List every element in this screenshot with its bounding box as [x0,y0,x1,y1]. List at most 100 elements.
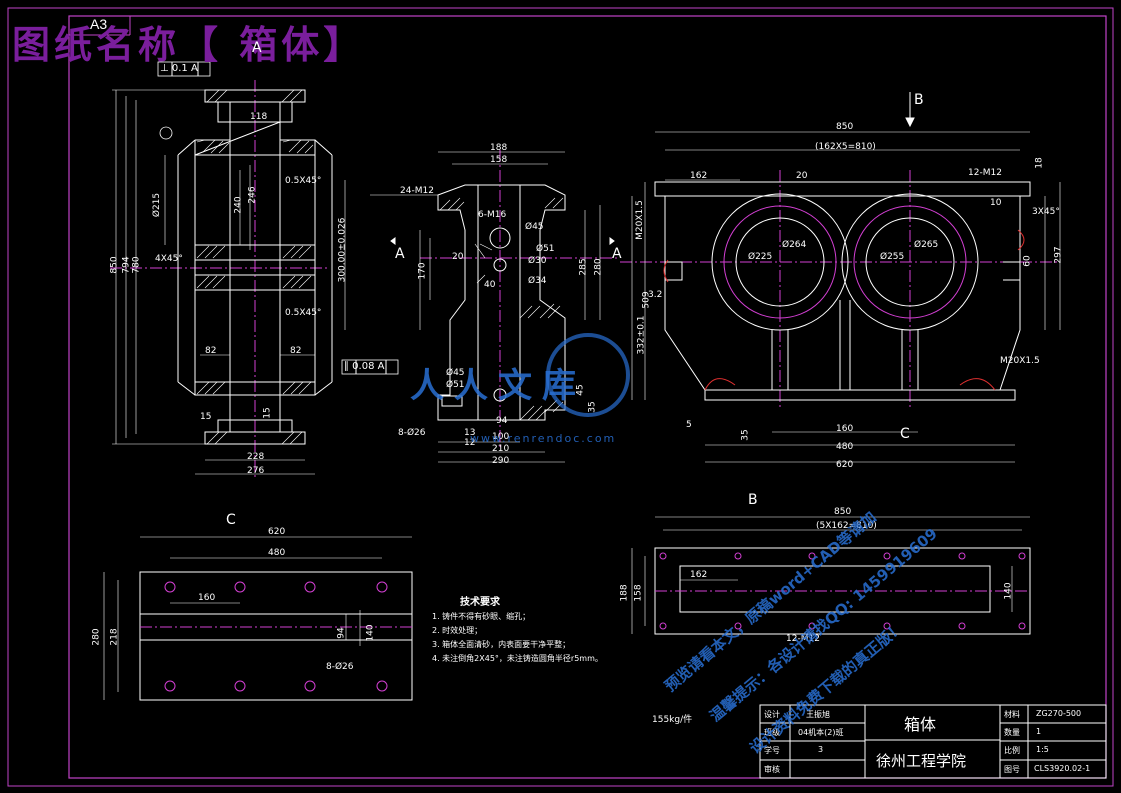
dim: 5 [686,420,692,430]
technical-requirements: 技术要求 1. 铸件不得有砂眼、缩孔； 2. 时效处理； 3. 箱体全面清砂，内… [432,596,603,666]
dim: 4X45° [155,254,183,264]
dim: 246 [247,186,258,204]
tb-designer: 王振旭 [806,710,830,719]
dim: 620 [268,527,286,537]
dim: 780 [131,256,142,274]
dim: Ø34 [528,276,547,286]
watermark-url: www.renrendoc.com [470,432,617,445]
tb-class: 04机本(2)班 [798,728,844,737]
weight-note: 155kg/件 [652,715,693,725]
tb-drawing-no-label: 图号 [1004,765,1020,774]
dim: 8-Ø26 [326,662,354,672]
plan-view-b [631,516,1031,635]
dim: 290 [492,456,510,466]
tb-school: 徐州工程学院 [876,752,967,770]
dim: Ø30 [528,256,547,266]
dim: 850 [836,122,854,132]
section-view [370,150,620,463]
dim: 280 [91,628,102,646]
dim: 300.00±0.026 [337,217,348,283]
drawing-banner-title: 图纸名称【 箱体】 [12,22,366,67]
tech-item: 2. 时效处理； [432,626,483,635]
dim: 850 [109,256,120,274]
front-view [620,92,1061,463]
tb-student-label: 学号 [764,746,780,755]
tech-item: 4. 未注倒角2X45°，未注铸造圆角半径r5mm。 [432,654,603,663]
dim: 218 [109,628,120,646]
dim: 60 [1022,255,1033,267]
dim: 24-M12 [400,186,434,196]
dim: 18 [1034,157,1045,169]
dim: Ø265 [914,240,939,250]
dim: 13 [464,428,476,438]
dim: 162 [690,171,708,181]
dim: 158 [490,155,508,165]
dim: (5X162=810) [816,521,877,531]
section-mark-a-right: A [612,246,622,262]
dim: 12-M12 [968,168,1002,178]
tech-item: 3. 箱体全面清砂，内表面要干净平整； [432,640,571,649]
dim: Ø215 [152,192,163,218]
dim: 0.5X45° [285,176,322,186]
dim: 94 [496,416,508,426]
dim: 620 [836,460,854,470]
tb-qty: 1 [1036,727,1042,736]
dim: 20 [796,171,808,181]
side-view [110,61,399,480]
dim: 280 [593,258,604,276]
dim: 6-M16 [478,210,507,220]
tech-item: 1. 铸件不得有砂眼、缩孔； [432,612,531,621]
dim: 94 [336,627,347,639]
dim: 850 [834,507,852,517]
dim: M20X1.5 [1000,356,1040,366]
gdt-perpendicularity: ⊥ 0.1 A [160,63,198,74]
tb-material: ZG270-500 [1036,709,1082,718]
dim: 480 [836,442,854,452]
tb-qty-label: 数量 [1004,728,1020,737]
dim: Ø51 [446,380,465,390]
dim: 170 [417,262,428,280]
dim: (162X5=810) [815,142,876,152]
dim: M20X1.5 [634,200,645,240]
dim: Ø264 [782,240,807,250]
dim: 15 [200,412,212,422]
dim: 3X45° [1032,207,1060,217]
dim: 158 [633,584,644,602]
plan-b-title: B [748,492,758,508]
dim: 297 [1053,246,1064,264]
dim: 188 [619,584,630,602]
watermark-logo-ring [546,333,630,417]
plan-c-title: C [226,512,236,528]
dim: Ø255 [880,252,905,262]
dim: 15 [262,407,273,419]
dim: 20 [452,252,464,262]
dim: 3.2 [648,290,663,300]
dim: 35 [740,429,751,441]
tb-material-label: 材料 [1004,710,1020,719]
dim: 8-Ø26 [398,428,426,438]
tb-class-label: 班级 [764,728,780,737]
dim: 210 [492,444,510,454]
plan-view-c [103,536,413,701]
dim: 794 [121,256,132,274]
dim: Ø45 [525,222,544,232]
dim: Ø225 [748,252,773,262]
tb-designer-label: 设计 [764,710,780,719]
dim: 40 [484,280,496,290]
dim: 276 [247,466,265,476]
tb-part-name: 箱体 [904,715,937,734]
dim: 100 [492,432,510,442]
section-mark-b: B [914,92,924,108]
inner-frame [68,15,1107,779]
gdt-parallelism: ∥ 0.08 A [344,361,385,372]
dim: 188 [490,143,508,153]
dim: 82 [290,346,302,356]
tb-drawing-no: CLS3920.02-1 [1034,764,1091,773]
dim: 0.5X45° [285,308,322,318]
title-block [759,704,1107,779]
dim: 285 [578,258,589,276]
tb-student-no: 3 [818,745,824,754]
dim: 228 [247,452,265,462]
dim: 240 [233,196,244,214]
sheet-size-label: A3 [90,16,108,32]
